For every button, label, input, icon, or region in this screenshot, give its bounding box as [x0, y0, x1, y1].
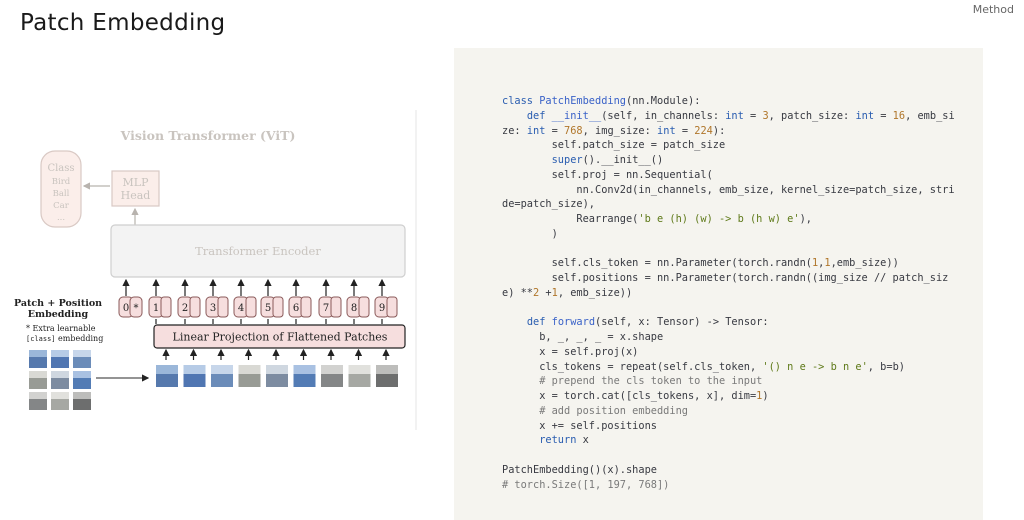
source-patch-shade: [29, 399, 47, 410]
linear-projection-box: [153, 324, 406, 349]
transformer-encoder-label: Transformer Encoder: [195, 244, 321, 258]
code-line: class PatchEmbedding(nn.Module):: [502, 95, 701, 107]
code-line: [502, 301, 955, 316]
code-line: x = self.proj(x): [502, 345, 639, 358]
source-image-patches: [29, 350, 91, 410]
patch-position-label: Patch + Position: [14, 298, 102, 309]
code-line: return x: [539, 434, 589, 447]
patch-embedding-box: [217, 296, 229, 318]
class-box-heading: Class: [47, 163, 74, 174]
section-label: Method: [972, 3, 1014, 16]
code-line: self.proj = nn.Sequential(: [502, 168, 713, 181]
code-line: b, _, _, _ = x.shape: [502, 331, 664, 343]
patch-position-label: Embedding: [28, 309, 89, 320]
code-line: de=patch_size),: [502, 198, 595, 211]
patch-thumbnail-shade: [211, 374, 233, 387]
patch-embedding-box: [272, 296, 284, 318]
source-patch-shade: [73, 357, 91, 368]
code-line: self.patch_size = patch_size: [502, 139, 726, 152]
class-item: Ball: [53, 189, 70, 199]
class-token-box: [129, 296, 143, 318]
code-line: # prepend the cls token to the input: [502, 375, 763, 388]
source-patch-shade: [29, 378, 47, 389]
code-line: ): [502, 227, 558, 240]
mlp-head-label: Head: [121, 189, 151, 202]
extra-learnable-note: * Extra learnable: [26, 324, 96, 333]
slide-title: Patch Embedding: [20, 10, 226, 36]
code-line: def forward(self, x: Tensor) -> Tensor:: [526, 316, 769, 329]
transformer-encoder-box: [110, 224, 406, 278]
class-box: [40, 150, 82, 228]
code-line: x = torch.cat([cls_tokens, x], dim=1): [502, 390, 769, 402]
source-patch-shade: [29, 357, 47, 368]
code-panel: class PatchEmbedding(nn.Module): def __i…: [454, 48, 983, 520]
code-line: PatchEmbedding()(x).shape: [502, 463, 657, 476]
code-line: # add position embedding: [502, 404, 688, 417]
mlp-head-label: MLP: [123, 176, 150, 189]
position-index: 8: [351, 303, 357, 314]
position-index: 7: [323, 303, 329, 314]
source-patch-shade: [73, 378, 91, 389]
diagram-title: Vision Transformer (ViT): [120, 128, 296, 143]
patch-thumbnail-shade: [238, 374, 261, 387]
source-patch-shade: [51, 357, 69, 368]
linear-projection-label: Linear Projection of Flattened Patches: [173, 331, 388, 344]
patch-embedding-box: [160, 296, 172, 318]
code-line: e) **2 +1, emb_size)): [502, 286, 633, 299]
flattened-patches: [156, 348, 398, 387]
source-patch-shade: [73, 399, 91, 410]
source-patch-shade: [51, 399, 69, 410]
patch-thumbnail-shade: [156, 374, 178, 387]
patch-embedding-box: [330, 296, 342, 318]
patch-thumbnail-shade: [293, 374, 316, 387]
class-item: Bird: [52, 177, 71, 187]
mlp-head-box: [111, 170, 160, 207]
code-line: self.cls_token = nn.Parameter(torch.rand…: [502, 257, 899, 270]
code-line: [502, 448, 955, 463]
code-line: cls_tokens = repeat(self.cls_token, '() …: [502, 360, 905, 373]
position-tokens: 0 * 1 2 3 4 5 6 7 8 9: [118, 278, 398, 324]
position-index: 6: [293, 303, 299, 314]
position-index: 0: [123, 303, 129, 314]
code-line: self.positions = nn.Parameter(torch.rand…: [502, 272, 949, 284]
position-index: 9: [379, 303, 385, 314]
code-line: super().__init__(): [551, 154, 664, 166]
position-index: 4: [238, 303, 244, 314]
extra-learnable-note: [class] embedding: [26, 334, 103, 343]
patch-thumbnail-shade: [376, 374, 398, 387]
code-line: nn.Conv2d(in_channels, emb_size, kernel_…: [502, 183, 955, 196]
class-item: ...: [57, 213, 65, 223]
code-line: [502, 242, 955, 257]
patch-thumbnail-shade: [266, 374, 288, 387]
code-line: ze: int = 768, img_size: int = 224):: [502, 124, 726, 137]
code-line: Rearrange('b e (h) (w) -> b (h w) e'),: [502, 213, 812, 225]
vit-architecture-diagram: Vision Transformer (ViT) Class Bird Ball…: [0, 110, 420, 430]
position-index: 3: [210, 303, 216, 314]
patch-embedding-box: [189, 296, 201, 318]
class-item: Car: [53, 201, 70, 211]
position-index: 5: [265, 303, 271, 314]
code-line: def __init__(self, in_channels: int = 3,…: [526, 109, 955, 122]
patch-thumbnail-shade: [183, 374, 206, 387]
code-line: x += self.positions: [502, 419, 657, 432]
patch-embedding-box: [300, 296, 312, 318]
patch-embedding-box: [245, 296, 257, 318]
patch-embedding-box: [386, 296, 398, 318]
position-index: 2: [182, 303, 188, 314]
code-line: # torch.Size([1, 197, 768]): [502, 478, 670, 491]
patch-embedding-box: [358, 296, 370, 318]
patch-thumbnail-shade: [321, 374, 343, 387]
position-index: 1: [153, 303, 159, 314]
source-patch-shade: [51, 378, 69, 389]
code-block: class PatchEmbedding(nn.Module): def __i…: [502, 94, 955, 492]
patch-thumbnail-shade: [348, 374, 371, 387]
class-token-star: *: [134, 303, 139, 314]
